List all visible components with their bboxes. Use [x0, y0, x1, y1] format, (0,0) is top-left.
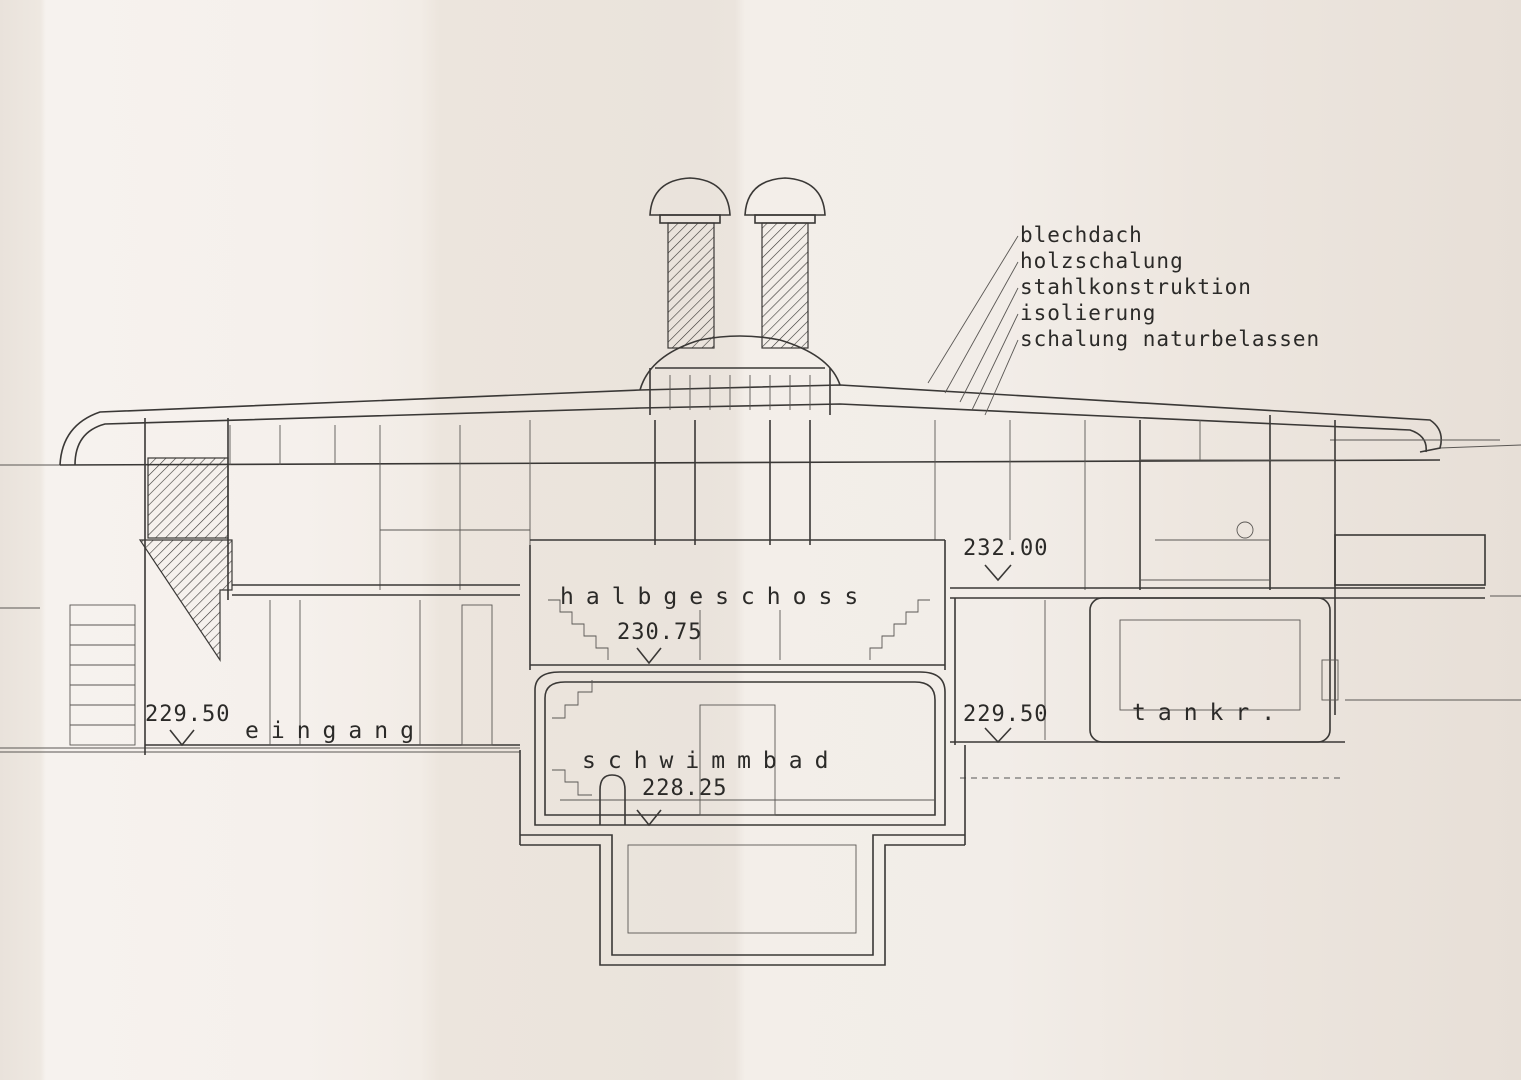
level-228-25: 228.25 [642, 776, 728, 801]
central-shaft [654, 420, 811, 545]
ground-line [0, 444, 1521, 753]
level-230-75: 230.75 [617, 620, 703, 645]
entrance-stair [69, 600, 493, 746]
right-rooms [954, 597, 1339, 745]
chimney-right [744, 177, 826, 349]
note-schalung-naturbelassen: schalung naturbelassen [1020, 327, 1321, 351]
pool-hall [534, 671, 946, 826]
level-markers [169, 564, 1012, 827]
upper-storey [138, 415, 1336, 755]
roof-dome [639, 335, 841, 415]
room-label-tankraum: tankr. [1132, 700, 1288, 726]
room-label-halbgeschoss: halbgeschoss [560, 584, 871, 610]
pool-basin [519, 745, 966, 966]
level-232-00: 232.00 [963, 536, 1049, 561]
roof [59, 384, 1500, 466]
chimney-left [649, 177, 731, 349]
mezzanine-stairs [529, 540, 946, 670]
level-229-50-right: 229.50 [963, 702, 1049, 727]
note-stahlkonstruktion: stahlkonstruktion [1020, 275, 1252, 299]
note-isolierung: isolierung [1020, 301, 1157, 325]
note-blechdach: blechdach [1020, 223, 1143, 247]
level-229-50-eingang: 229.50 [145, 702, 231, 727]
room-label-schwimmbad: schwimmbad [582, 748, 841, 774]
room-label-eingang: eingang [245, 718, 426, 744]
note-leaders [927, 235, 1019, 416]
material-notes: blechdach holzschalung stahlkonstruktion… [1020, 222, 1320, 352]
note-holzschalung: holzschalung [1020, 249, 1184, 273]
